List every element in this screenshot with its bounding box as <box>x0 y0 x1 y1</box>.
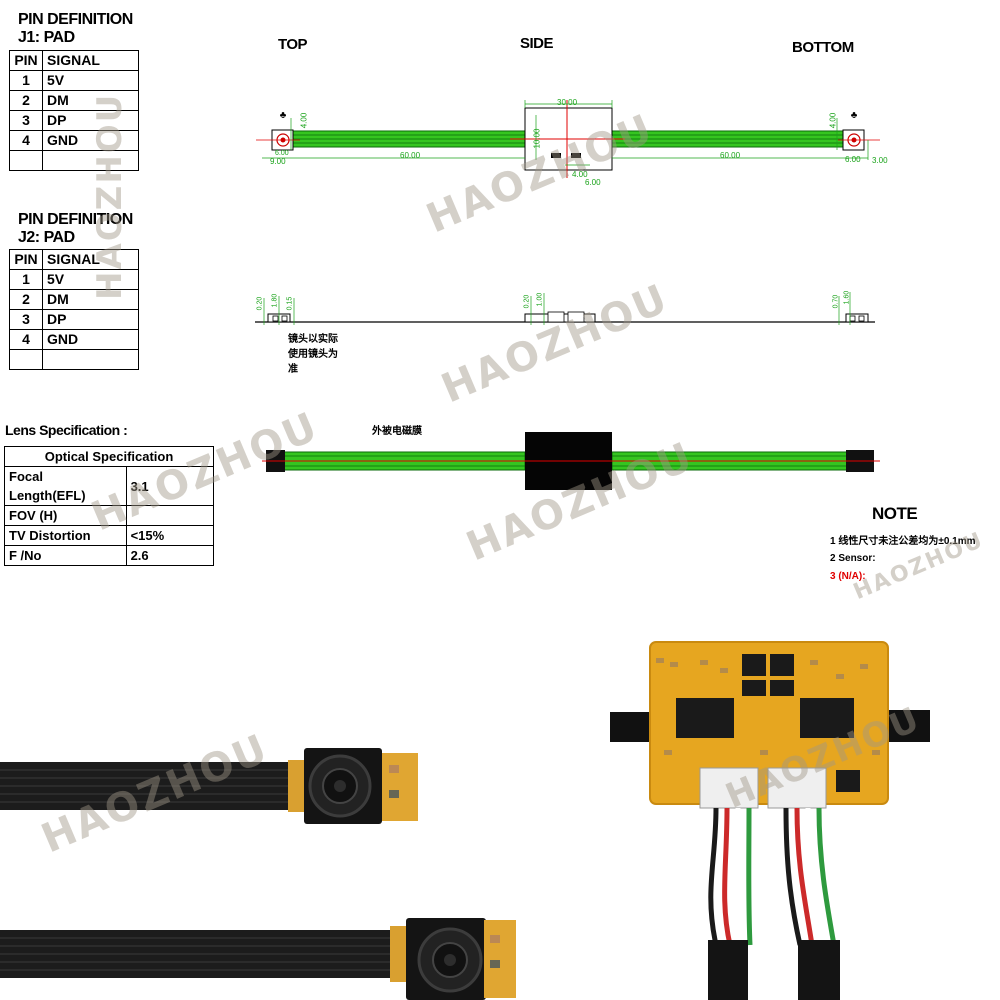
shield-note: 外被电磁膜 <box>372 426 422 437</box>
table-cell <box>42 349 139 370</box>
table-cell: TV Distortion <box>4 525 127 546</box>
top-view-assembly: ♣ ♣ <box>256 100 880 178</box>
table-cell: 5V <box>42 269 139 290</box>
j1-subtitle: J1: PAD <box>18 29 75 46</box>
view-label-side: SIDE <box>520 35 554 52</box>
table-cell <box>42 150 139 171</box>
dim-board-b1: 4.00 <box>572 170 588 179</box>
note-line-2: 2 Sensor: <box>830 553 876 564</box>
dim-side-t2: 1.80 <box>271 293 279 308</box>
camera-module-photo-1 <box>0 748 418 824</box>
dim-side-t3: 0.15 <box>286 296 294 311</box>
technical-drawing: ♣ ♣ <box>255 100 880 490</box>
table-row: Optical Specification <box>4 446 214 467</box>
table-cell: 3.1 <box>125 466 215 506</box>
table-row: Focal Length(EFL)3.1 <box>4 466 215 506</box>
dim-side-m1: 0.20 <box>523 294 531 309</box>
table-header: Optical Specification <box>4 446 214 467</box>
dim-small-left: 6.00 <box>275 150 289 157</box>
dim-right-small: 3.00 <box>872 156 888 165</box>
table-row: TV Distortion<15% <box>4 525 215 546</box>
note-line-3: 3 (N/A): <box>830 571 866 582</box>
table-cell: DM <box>42 289 139 310</box>
svg-text:♣: ♣ <box>851 110 858 121</box>
dim-left-offset: 9.00 <box>270 157 286 166</box>
dim-board-h: 10.00 <box>532 128 542 149</box>
table-cell: F /No <box>4 545 127 566</box>
table-cell: FOV (H) <box>4 505 127 526</box>
table-cell: 2.6 <box>125 545 215 566</box>
view-label-bottom: BOTTOM <box>792 39 854 56</box>
j2-title: PIN DEFINITION <box>18 211 133 228</box>
table-cell: GND <box>42 329 139 350</box>
table-row <box>9 349 139 370</box>
lens-spec-title: Lens Specification : <box>5 422 128 438</box>
table-row <box>9 150 139 171</box>
side-view-assembly <box>255 292 875 325</box>
table-header: SIGNAL <box>42 50 139 71</box>
dim-side-r2: 1.60 <box>843 290 851 305</box>
camera-module-photo-2 <box>0 918 516 1000</box>
pcb-board-photo <box>610 641 930 809</box>
table-header: PIN <box>9 249 43 270</box>
lens-spec-table: Optical Specification Focal Length(EFL)3… <box>4 446 215 566</box>
dim-side-t1: 0.20 <box>256 296 264 311</box>
dim-right-cable: 60.00 <box>720 151 741 160</box>
dim-board-width: 30.00 <box>557 98 578 107</box>
view-label-top: TOP <box>278 36 308 53</box>
lens-note: 镜头以实际使用镜头为准 <box>288 334 338 375</box>
svg-text:♣: ♣ <box>280 110 287 121</box>
dim-module-h: 4.00 <box>299 112 309 129</box>
product-photos <box>0 641 930 1000</box>
dim-side-m2: 1.00 <box>536 292 544 307</box>
usb-wires-photo <box>708 807 840 1000</box>
dim-side-r1: 0.70 <box>832 294 840 309</box>
dim-board-b2: 6.00 <box>585 178 601 187</box>
j1-title: PIN DEFINITION <box>18 11 133 28</box>
note-title: NOTE <box>872 504 918 523</box>
watermark: HAOZHOU <box>90 92 130 300</box>
dim-right-offset: 6.00 <box>845 155 861 164</box>
j2-subtitle: J2: PAD <box>18 229 75 246</box>
note-line-1: 1 线性尺寸未注公差均为±0.1mm <box>830 536 976 547</box>
dim-left-cable: 60.00 <box>400 151 421 160</box>
dim-right-h: 4.00 <box>828 112 838 129</box>
shield-view-assembly <box>262 432 880 490</box>
